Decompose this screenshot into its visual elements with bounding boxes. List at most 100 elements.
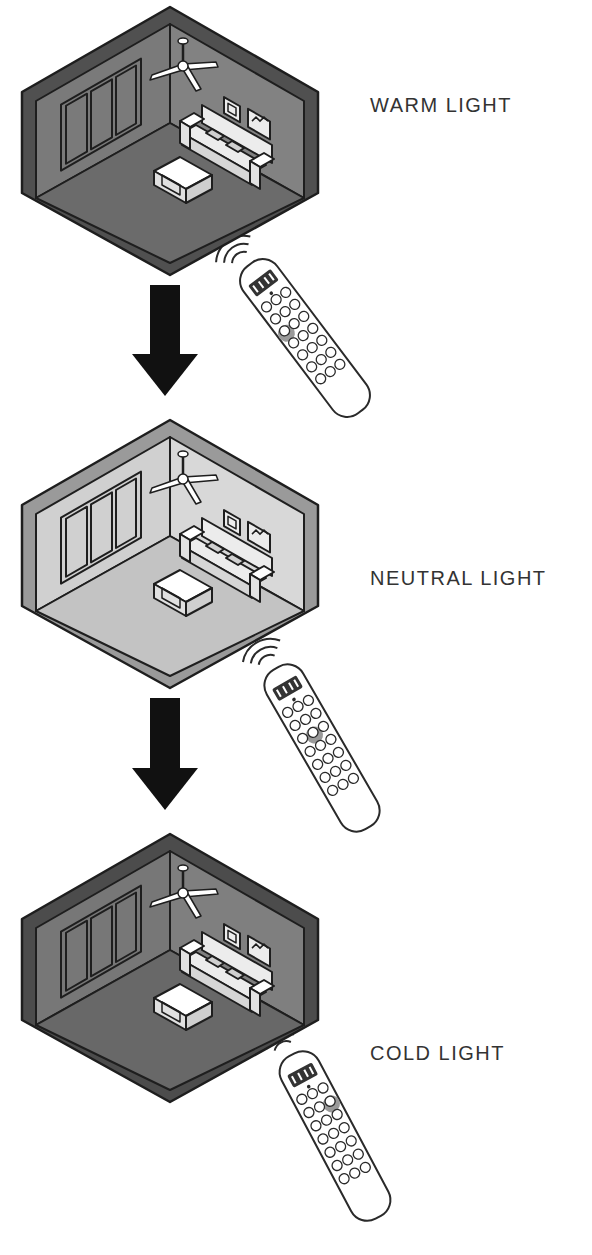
remote-led	[292, 697, 297, 702]
remote-button	[302, 694, 316, 708]
table-opening	[162, 1002, 180, 1022]
remote-button	[330, 1108, 344, 1122]
remote-button	[326, 784, 340, 798]
picture	[252, 944, 268, 948]
remote-button	[279, 285, 293, 299]
remote-body	[258, 658, 386, 838]
cushion	[206, 129, 224, 140]
remote-button	[324, 733, 338, 747]
cushion	[226, 554, 244, 565]
remote-logo	[272, 675, 303, 701]
logo-mark	[294, 680, 298, 687]
remote-led	[269, 291, 274, 296]
logo-mark	[253, 286, 258, 292]
remote-button	[332, 746, 346, 760]
remote-button	[318, 771, 332, 785]
remote-control	[238, 630, 386, 840]
remote-button	[288, 297, 302, 311]
room-illustration	[20, 832, 320, 1104]
remote-button	[337, 1172, 351, 1186]
cushion	[206, 542, 224, 553]
sofa-arm	[180, 121, 190, 149]
room-shell	[22, 420, 318, 688]
signal-wave	[229, 249, 246, 263]
remote-button	[339, 759, 353, 773]
remote-button	[288, 719, 302, 733]
window-pane	[116, 66, 136, 136]
remote-button	[302, 1106, 316, 1120]
remote-led	[306, 1084, 311, 1089]
logo-mark	[283, 686, 287, 693]
fan-hub	[178, 888, 188, 898]
room-shell	[22, 7, 318, 275]
logo-mark	[289, 683, 293, 690]
remote-button	[347, 772, 361, 786]
picture	[228, 930, 236, 943]
remote-button	[297, 309, 311, 323]
arrow-shaft	[150, 285, 180, 356]
logo-mark	[277, 690, 281, 697]
light-mode-label: COLD LIGHT	[370, 1041, 505, 1065]
window-pane	[91, 906, 112, 976]
remote-button	[327, 1127, 341, 1141]
remote-button	[320, 1113, 334, 1127]
remote-button	[311, 758, 325, 772]
remote-button	[330, 1159, 344, 1173]
sofa-arm	[250, 161, 260, 189]
remote-button	[313, 1100, 327, 1114]
remote-button	[309, 1119, 323, 1133]
block-arrow	[132, 285, 198, 396]
table-opening	[162, 588, 180, 608]
arrow-head	[132, 354, 198, 396]
logo-mark	[259, 282, 264, 288]
room-shell	[22, 834, 318, 1102]
table-side	[186, 1002, 212, 1030]
remote-button	[336, 778, 350, 792]
window-pane	[66, 921, 87, 991]
arrow-shaft	[150, 698, 180, 770]
window-frame	[61, 472, 141, 584]
remote-button	[359, 1161, 373, 1175]
remote-button	[314, 739, 328, 753]
remote-button	[291, 700, 305, 714]
remote-button	[341, 1153, 355, 1167]
remote-button	[344, 1134, 358, 1148]
window-pane	[116, 893, 136, 963]
logo-mark	[269, 274, 274, 280]
window-frame	[61, 59, 141, 171]
picture	[228, 516, 236, 529]
fan-hub	[178, 61, 188, 71]
picture	[252, 530, 268, 534]
table-side	[154, 584, 186, 616]
remote-button	[321, 752, 335, 766]
logo-mark	[310, 1067, 314, 1074]
remote-logo	[248, 269, 279, 297]
room-illustration	[20, 5, 320, 277]
remote-button	[317, 720, 331, 734]
window-pane	[66, 507, 87, 577]
room-illustration	[20, 418, 320, 690]
remote-button	[324, 345, 338, 359]
fan-mount	[178, 865, 188, 871]
window-pane	[91, 79, 112, 149]
remote-button	[306, 726, 320, 740]
cushion	[226, 968, 244, 979]
remote-button	[334, 1140, 348, 1154]
remote-button	[306, 321, 320, 335]
remote-button	[281, 706, 295, 720]
sofa-arm	[250, 988, 260, 1016]
remote-button	[295, 1092, 309, 1106]
fan-hub	[178, 474, 188, 484]
table-side	[186, 588, 212, 616]
remote-logo	[287, 1062, 318, 1088]
remote-button	[306, 1087, 320, 1101]
remote-button	[303, 745, 317, 759]
remote-button	[337, 1121, 351, 1135]
remote-control	[210, 226, 377, 426]
remote-button	[299, 713, 313, 727]
table-opening	[162, 175, 180, 195]
fan-mount	[178, 38, 188, 44]
logo-mark	[264, 277, 269, 283]
arrow-head	[132, 768, 198, 810]
